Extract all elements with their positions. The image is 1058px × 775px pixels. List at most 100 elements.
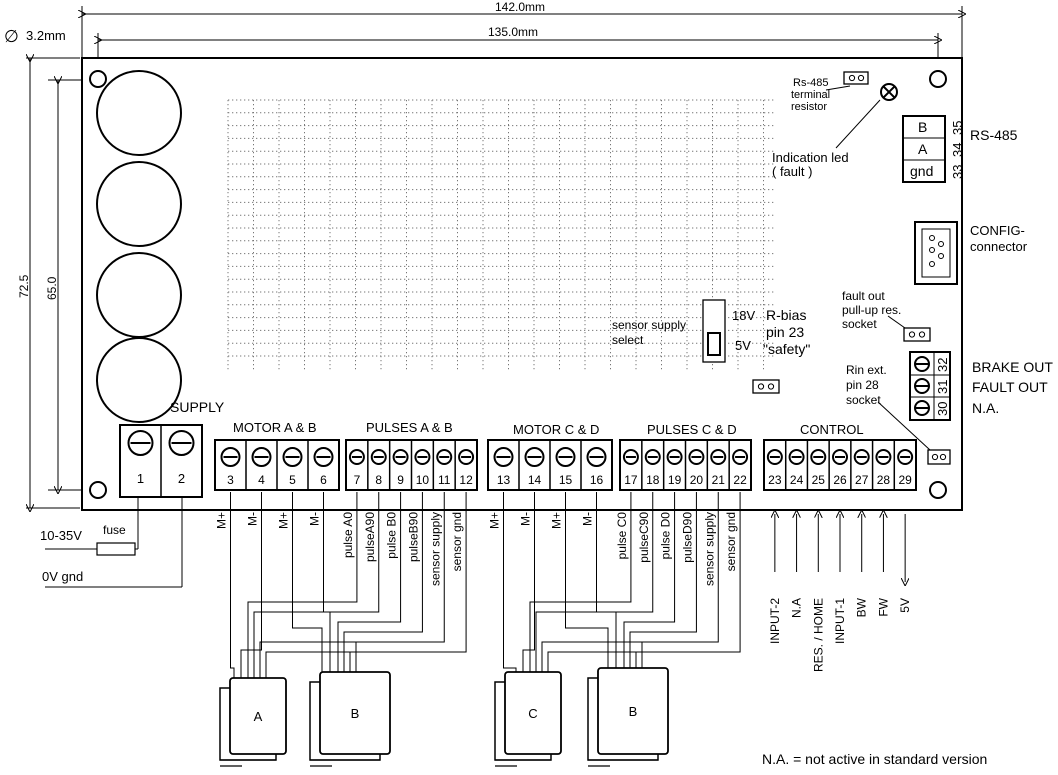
signal-label: pulseA90 <box>363 512 377 562</box>
svg-text:"safety": "safety" <box>763 341 810 357</box>
motor-label: A <box>254 709 263 724</box>
terminal-number: 24 <box>790 473 804 487</box>
overall-width-label: 142.0mm <box>495 0 545 14</box>
signal-label: pulseB90 <box>406 512 420 562</box>
motor-ab-label: MOTOR A & B <box>233 420 317 435</box>
terminal-number: 23 <box>768 473 782 487</box>
terminal-number: 28 <box>877 473 891 487</box>
terminal-number: 20 <box>690 473 704 487</box>
terminal-number: 13 <box>497 473 511 487</box>
rs485-pin-number: 34 <box>950 143 965 157</box>
terminal-number: 21 <box>712 473 726 487</box>
footnote: N.A. = not active in standard version <box>762 751 987 767</box>
terminal-number: 4 <box>258 473 265 487</box>
svg-text:10-35V: 10-35V <box>40 528 82 543</box>
motor-body <box>597 667 669 755</box>
signal-label: M- <box>308 512 322 526</box>
wiring <box>230 492 906 680</box>
pulses-ab-label: PULSES A & B <box>366 420 453 435</box>
svg-text:Rin ext.: Rin ext. <box>846 363 887 377</box>
svg-text:socket: socket <box>842 317 877 331</box>
svg-text:fuse: fuse <box>103 523 126 537</box>
motor-label: C <box>528 706 537 721</box>
svg-text:( fault ): ( fault ) <box>772 164 812 179</box>
terminal-number: 2 <box>178 471 185 486</box>
terminal-number: 11 <box>438 473 451 487</box>
hole-diameter-label: 3.2mm <box>26 28 66 43</box>
terminal-number: 7 <box>354 473 361 487</box>
hole-spacing-width-label: 135.0mm <box>488 25 538 39</box>
r-bias-socket: R-bias pin 23 "safety" <box>752 307 810 394</box>
svg-text:terminal: terminal <box>791 89 830 101</box>
pulses-cd-label: PULSES C & D <box>647 422 737 437</box>
motor-body <box>319 671 391 755</box>
supply-wiring: 10-35V fuse 0V gnd <box>40 497 183 588</box>
motor-body <box>229 677 287 755</box>
motor-label: B <box>351 706 360 721</box>
signal-label: M+ <box>550 512 564 529</box>
signal-label: M- <box>246 512 260 526</box>
svg-text:R-bias: R-bias <box>766 307 806 323</box>
signal-label: M+ <box>277 512 291 529</box>
svg-text:CONFIG-: CONFIG- <box>970 223 1025 238</box>
signal-label: M+ <box>215 512 229 529</box>
svg-text:pin 28: pin 28 <box>846 378 879 392</box>
prototyping-area <box>227 99 774 370</box>
pcb-board <box>81 57 963 511</box>
signal-label: M- <box>519 512 533 526</box>
signal-label: pulseC90 <box>637 512 651 563</box>
svg-text:pull-up res.: pull-up res. <box>842 303 901 317</box>
svg-text:select: select <box>612 333 644 347</box>
rs485-terminal-resistor: Rs-485 terminal resistor <box>791 71 869 113</box>
terminal-number: 1 <box>137 471 144 486</box>
rs485-pin-signal: B <box>918 119 927 135</box>
overall-height-label: 72.5 <box>17 274 31 298</box>
signal-label: pulseD90 <box>680 512 694 563</box>
terminal-number: 8 <box>375 473 382 487</box>
control-label: CONTROL <box>800 422 864 437</box>
terminal-number: 29 <box>898 473 912 487</box>
motor-label: B <box>629 704 638 719</box>
svg-text:0V gnd: 0V gnd <box>42 569 83 584</box>
signal-label: M+ <box>488 512 502 529</box>
svg-text:Indication led: Indication led <box>772 150 849 165</box>
svg-text:18V: 18V <box>732 308 755 323</box>
control-signal-label: FW <box>876 597 890 616</box>
rs485-pin-signal: A <box>918 141 928 157</box>
rs485-pin-signal: gnd <box>910 163 933 179</box>
svg-text:sensor supply: sensor supply <box>612 318 686 332</box>
terminal-number: 27 <box>855 473 869 487</box>
motor-body <box>504 671 562 755</box>
terminal-number: 25 <box>812 473 826 487</box>
diameter-symbol: ∅ <box>4 27 19 46</box>
hole-spacing-height-label: 65.0 <box>45 276 59 300</box>
svg-text:resistor: resistor <box>791 101 827 113</box>
signal-label: sensor gnd <box>450 512 464 571</box>
signal-label: sensor supply <box>428 512 442 586</box>
signal-label: pulse C0 <box>615 512 629 560</box>
terminal-number: 26 <box>833 473 847 487</box>
motor-cd-label: MOTOR C & D <box>513 422 599 437</box>
signal-label: pulse D0 <box>659 512 673 560</box>
fault-pullup-socket: fault out pull-up res. socket <box>842 289 931 342</box>
svg-text:connector: connector <box>970 239 1028 254</box>
terminal-number: 9 <box>397 473 404 487</box>
supply-label: SUPPLY <box>170 399 225 415</box>
terminal-number: 3 <box>227 473 234 487</box>
terminal-number: 6 <box>320 473 327 487</box>
control-signal-label: 5V <box>898 598 912 613</box>
signal-label: M- <box>581 512 595 526</box>
terminal-number: 16 <box>590 473 604 487</box>
side-terminal-number: 32 <box>935 358 950 372</box>
config-connector: CONFIG- connector <box>914 221 1028 285</box>
rin-ext-socket: Rin ext. pin 28 socket <box>846 363 951 465</box>
svg-text:pin 23: pin 23 <box>766 324 804 340</box>
rs485-pin-number: 35 <box>950 121 965 135</box>
control-signal-label: BW <box>855 597 869 617</box>
terminal-number: 22 <box>733 473 747 487</box>
